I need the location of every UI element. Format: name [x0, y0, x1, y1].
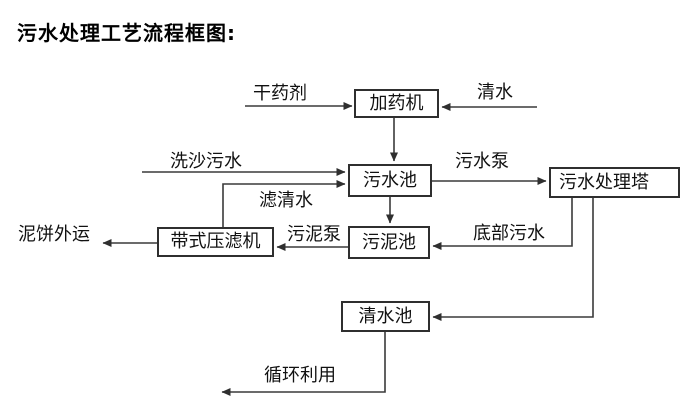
- node-treatment-tower-label: 污水处理塔: [559, 171, 649, 193]
- node-clean-water-pool-label: 清水池: [358, 305, 413, 327]
- label-mud-cake-out: 泥饼外运: [18, 224, 90, 245]
- node-belt-filter-press-label: 带式压滤机: [170, 231, 261, 252]
- label-dry-chemical: 干药剂: [253, 83, 307, 104]
- label-bottom-sewage: 底部污水: [473, 223, 545, 244]
- arrow-tower-to-clean-water-pool: [432, 198, 594, 321]
- node-sewage-pool-label: 污水池: [363, 169, 417, 191]
- label-filtered-water: 滤清水: [259, 190, 313, 211]
- node-dosing-machine: 加药机: [354, 89, 439, 118]
- page-title: 污水处理工艺流程框图:: [17, 21, 236, 45]
- node-sludge-pool-label: 污泥池: [362, 231, 416, 253]
- node-sewage-pool: 污水池: [348, 164, 432, 197]
- arrow-bottom-sewage-to-sludge-pool: [432, 198, 573, 250]
- label-sand-washing-sewage: 洗沙污水: [170, 151, 242, 172]
- node-belt-filter-press: 带式压滤机: [157, 227, 274, 257]
- label-recycle: 循环利用: [264, 365, 336, 386]
- node-sludge-pool: 污泥池: [348, 226, 430, 259]
- label-sewage-pump: 污水泵: [455, 151, 509, 172]
- arrow-filtered-water-to-sewage-pool: [222, 180, 346, 227]
- node-dosing-machine-label: 加药机: [369, 92, 424, 114]
- label-clean-water: 清水: [477, 82, 513, 103]
- arrow-recycle: [221, 332, 386, 396]
- node-treatment-tower: 污水处理塔: [549, 167, 680, 198]
- node-clean-water-pool: 清水池: [341, 301, 430, 332]
- label-sludge-pump: 污泥泵: [287, 224, 341, 245]
